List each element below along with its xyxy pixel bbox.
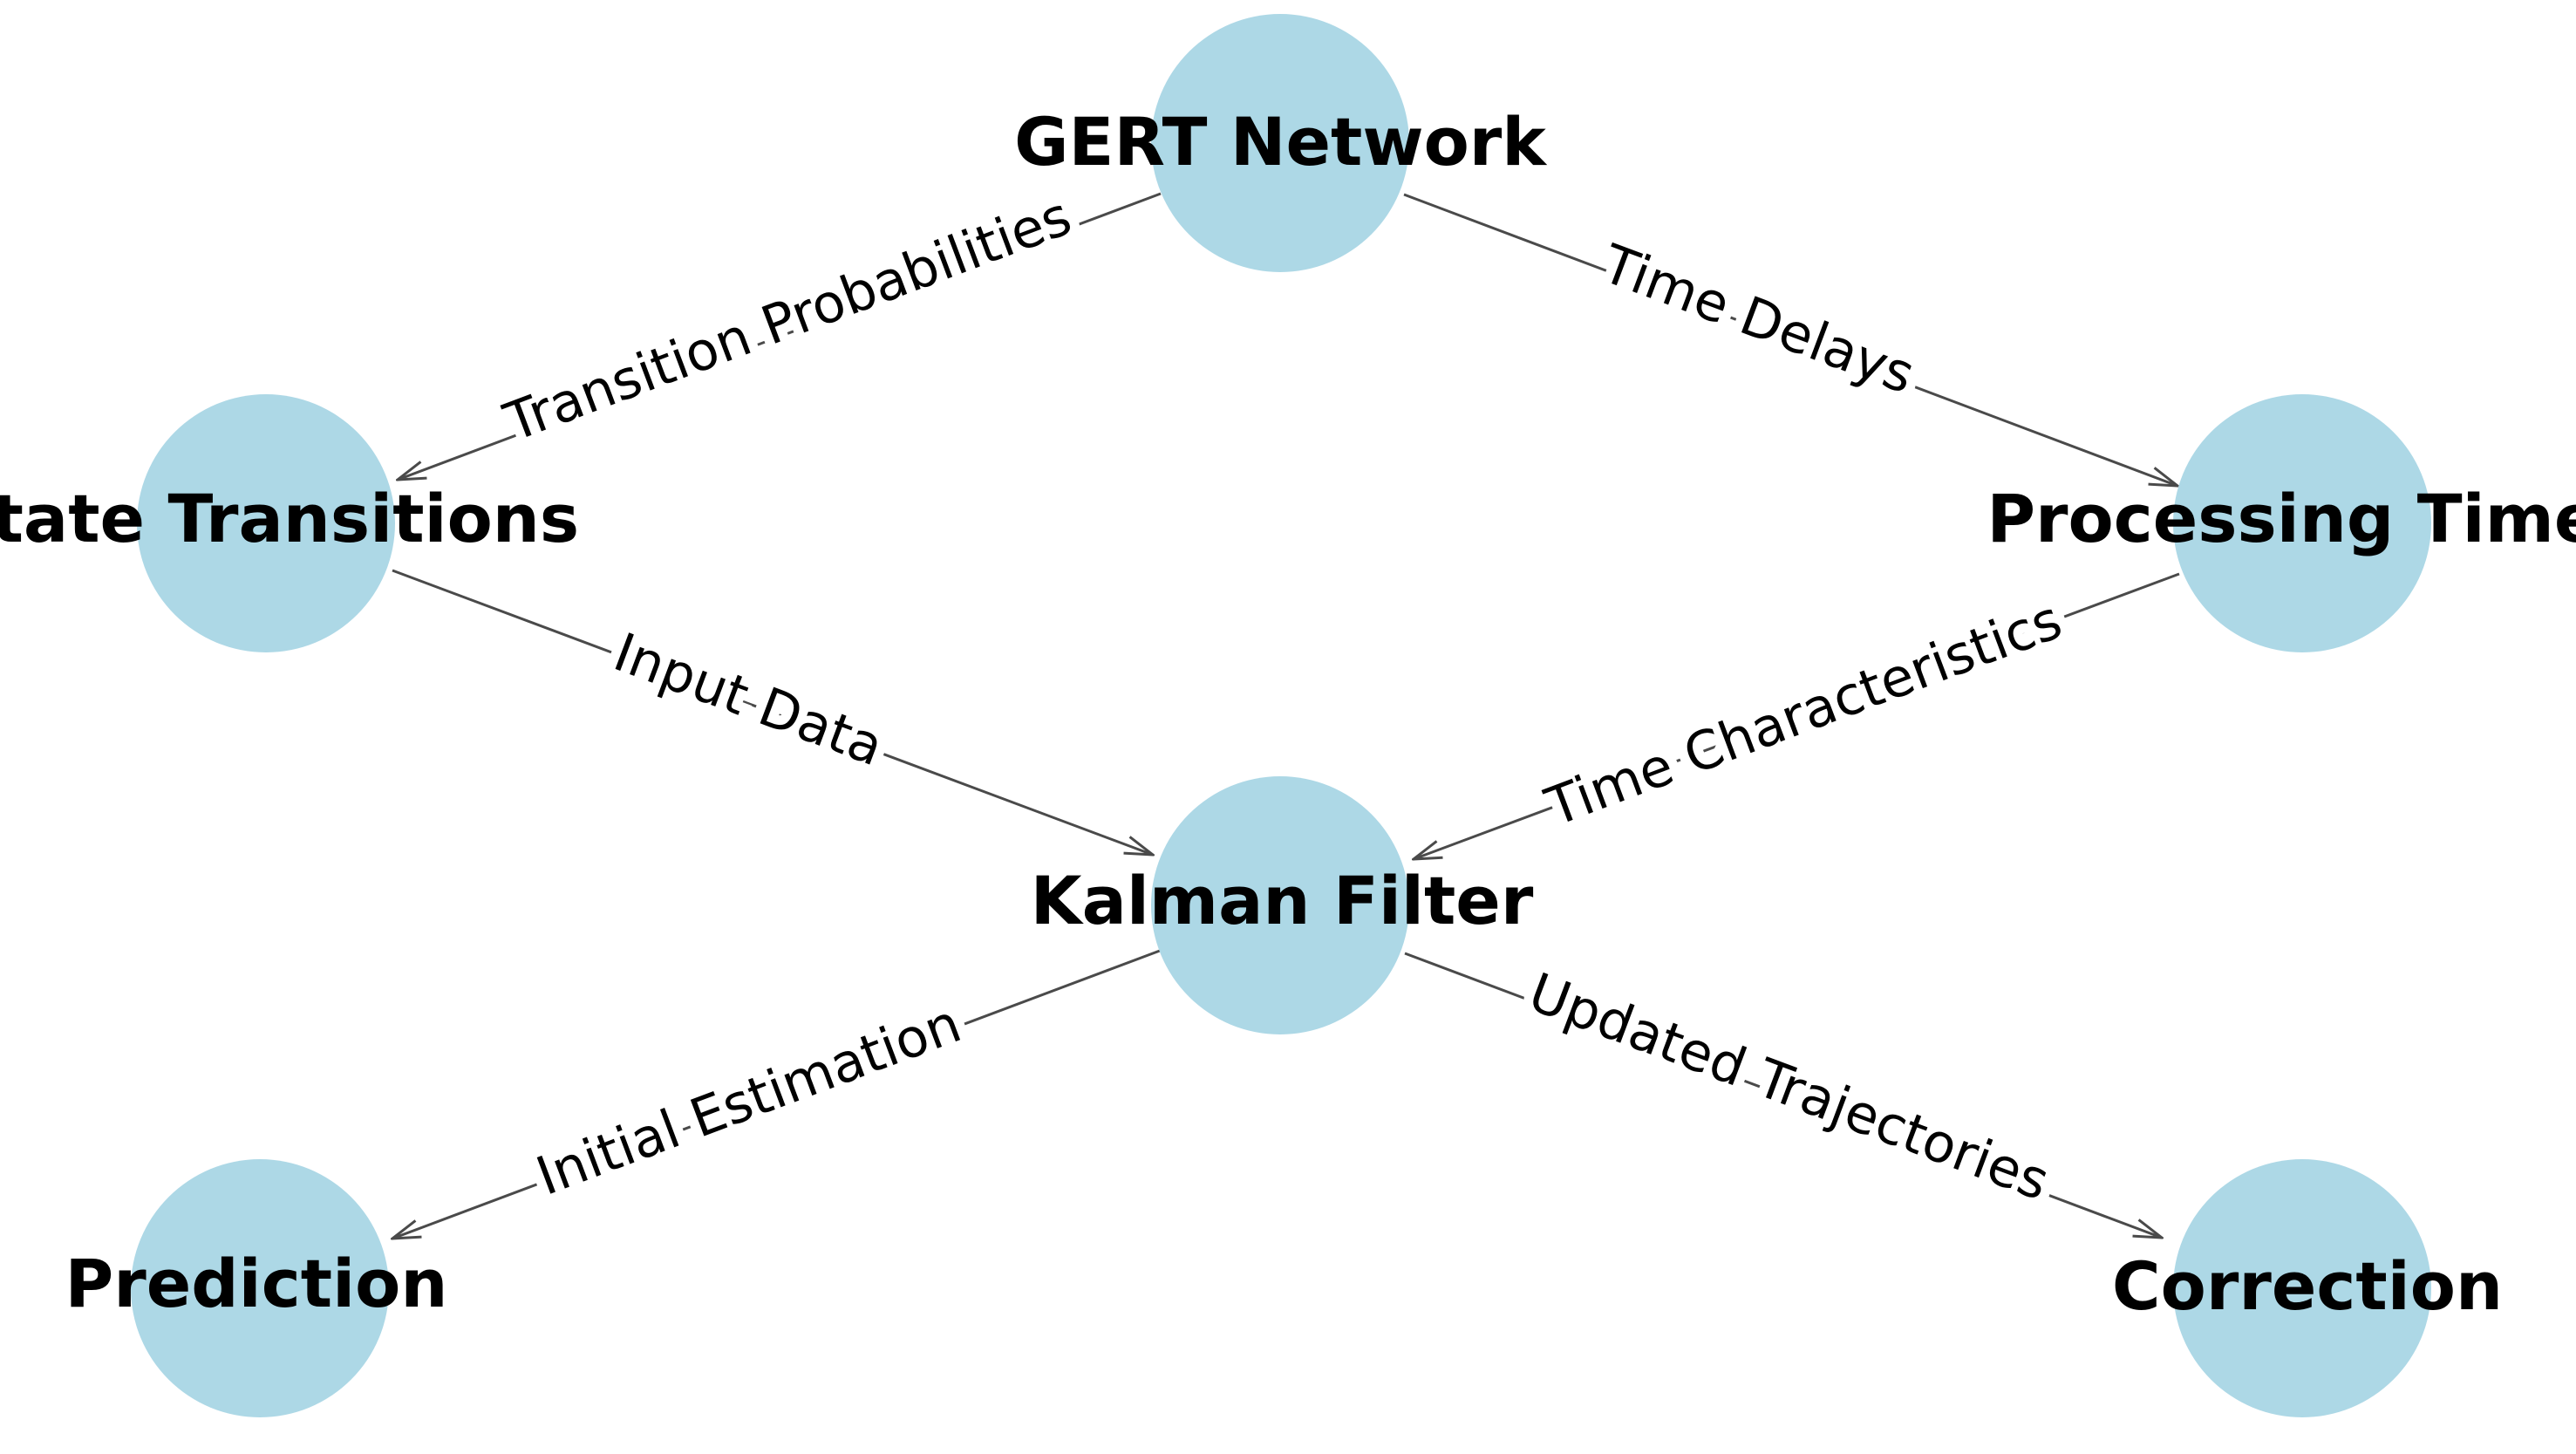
node-processing-times: Processing Times — [1987, 394, 2576, 652]
edge-line-time-delays — [1403, 193, 2177, 486]
edge-line-initial-estimation — [392, 949, 1161, 1239]
nodes: GERT Network State Transitions Processin… — [0, 14, 2576, 1417]
edge-labels: Transition Probabilities Time Delays Inp… — [487, 175, 2080, 1222]
node-circle — [1151, 14, 1409, 272]
node-circle — [137, 394, 395, 652]
node-circle — [2173, 394, 2431, 652]
edge-line-input-data — [392, 569, 1153, 855]
edge-label-input-data: Input Data — [606, 621, 891, 778]
node-circle — [131, 1159, 389, 1417]
node-circle — [2173, 1159, 2431, 1417]
node-correction: Correction — [2112, 1159, 2503, 1417]
edge-label-initial-estimation: Initial Estimation — [528, 993, 969, 1208]
node-label: Prediction — [65, 1245, 448, 1322]
node-circle — [1151, 776, 1409, 1034]
edge-label-time-characteristics: Time Characteristics — [1537, 589, 2070, 839]
node-kalman-filter: Kalman Filter — [1031, 776, 1534, 1034]
edges — [392, 192, 2180, 1239]
node-gert-network: GERT Network — [1014, 14, 1547, 272]
edge-label-time-delays: Time Delays — [1593, 233, 1922, 406]
node-label: Processing Times — [1987, 480, 2576, 557]
node-label: Correction — [2112, 1247, 2503, 1325]
node-prediction: Prediction — [65, 1159, 448, 1417]
node-label: GERT Network — [1014, 103, 1547, 181]
edge-line-updated-trajectories — [1404, 952, 2162, 1238]
node-label: Kalman Filter — [1031, 862, 1534, 939]
node-label: State Transitions — [0, 480, 579, 557]
edge-line-time-characteristics — [1414, 572, 2180, 859]
edge-label-transition-probabilities: Transition Probabilities — [496, 185, 1080, 454]
edge-line-transition-probabilities — [398, 192, 1162, 480]
node-state-transitions: State Transitions — [0, 394, 579, 652]
edge-label-updated-trajectories: Updated Trajectories — [1521, 961, 2057, 1212]
